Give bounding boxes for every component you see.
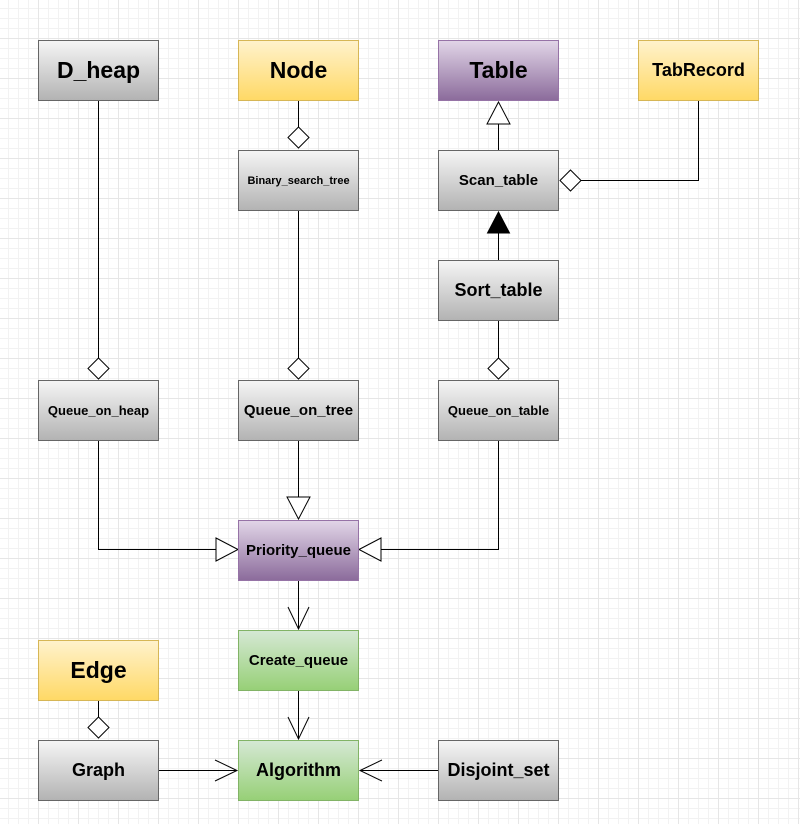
inheritance-arrow bbox=[486, 100, 511, 125]
class-tabrecord[interactable]: TabRecord bbox=[638, 40, 759, 101]
class-queue-on-tree-label: Queue_on_tree bbox=[243, 402, 354, 419]
class-scan-table-label: Scan_table bbox=[458, 172, 539, 189]
inheritance-arrow bbox=[357, 537, 382, 562]
class-create-queue[interactable]: Create_queue bbox=[238, 630, 359, 691]
class-table-label: Table bbox=[469, 57, 528, 83]
aggregation-diamond bbox=[287, 126, 310, 149]
class-scan-table[interactable]: Scan_table bbox=[438, 150, 559, 211]
class-edge-label: Edge bbox=[70, 657, 127, 683]
class-graph-label: Graph bbox=[71, 760, 125, 780]
aggregation-diamond bbox=[87, 357, 110, 380]
class-binary-search-tree-label: Binary_search_tree bbox=[247, 174, 350, 187]
class-priority-queue-label: Priority_queue bbox=[245, 542, 352, 559]
class-algorithm-label: Algorithm bbox=[256, 760, 341, 780]
edge-queue-on-table-priority-queue bbox=[381, 441, 499, 550]
class-binary-search-tree[interactable]: Binary_search_tree bbox=[238, 150, 359, 211]
class-algorithm[interactable]: Algorithm bbox=[238, 740, 359, 801]
class-disjoint-set[interactable]: Disjoint_set bbox=[438, 740, 559, 801]
class-queue-on-heap[interactable]: Queue_on_heap bbox=[38, 380, 159, 441]
class-queue-on-tree[interactable]: Queue_on_tree bbox=[238, 380, 359, 441]
class-disjoint-set-label: Disjoint_set bbox=[447, 760, 550, 780]
edge-tabrecord-scan-table bbox=[581, 101, 699, 181]
aggregation-diamond bbox=[559, 169, 582, 192]
inheritance-arrow bbox=[286, 496, 311, 521]
aggregation-diamond bbox=[87, 716, 110, 739]
filled-arrow bbox=[486, 210, 511, 234]
class-queue-on-heap-label: Queue_on_heap bbox=[47, 403, 150, 418]
class-queue-on-table[interactable]: Queue_on_table bbox=[438, 380, 559, 441]
class-queue-on-table-label: Queue_on_table bbox=[447, 403, 550, 418]
class-node[interactable]: Node bbox=[238, 40, 359, 101]
class-d-heap[interactable]: D_heap bbox=[38, 40, 159, 101]
class-edge[interactable]: Edge bbox=[38, 640, 159, 701]
open-arrow bbox=[287, 606, 310, 631]
class-create-queue-label: Create_queue bbox=[248, 652, 349, 669]
open-arrow bbox=[358, 759, 383, 782]
aggregation-diamond bbox=[287, 357, 310, 380]
edge-queue-on-heap-priority-queue bbox=[98, 441, 216, 550]
class-d-heap-label: D_heap bbox=[56, 57, 141, 83]
class-sort-table[interactable]: Sort_table bbox=[438, 260, 559, 321]
inheritance-arrow bbox=[215, 537, 240, 562]
class-node-label: Node bbox=[269, 57, 328, 83]
aggregation-diamond bbox=[487, 357, 510, 380]
class-sort-table-label: Sort_table bbox=[454, 280, 543, 300]
open-arrow bbox=[214, 759, 239, 782]
open-arrow bbox=[287, 716, 310, 741]
class-graph[interactable]: Graph bbox=[38, 740, 159, 801]
class-table[interactable]: Table bbox=[438, 40, 559, 101]
class-tabrecord-label: TabRecord bbox=[652, 60, 745, 80]
class-priority-queue[interactable]: Priority_queue bbox=[238, 520, 359, 581]
